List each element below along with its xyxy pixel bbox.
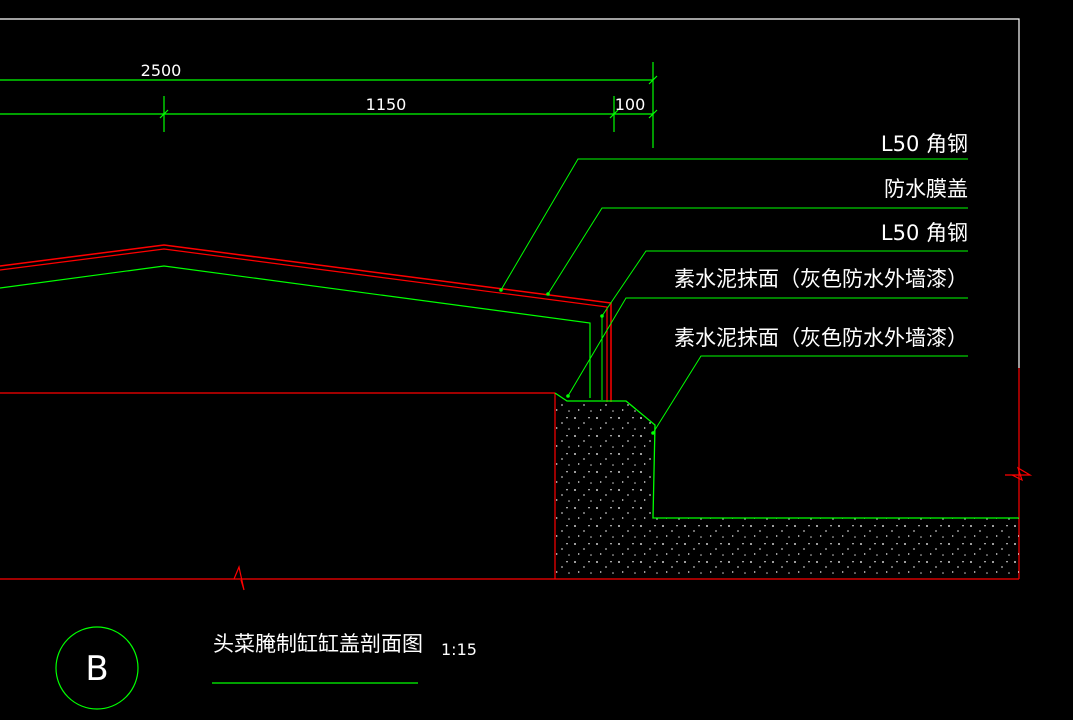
drawing-title: 头菜腌制缸缸盖剖面图: [213, 632, 423, 656]
leader-point-5: [651, 431, 655, 435]
leader-point-4: [566, 394, 570, 398]
drawing-scale: 1:15: [441, 640, 477, 659]
drawing-badge-circle: [55, 626, 139, 710]
tick-left: [159, 109, 169, 119]
leader-waterproof-membrane: [547, 207, 968, 295]
dimension-overall-text: 2500: [141, 61, 182, 80]
lid-red-inner: [0, 248, 608, 402]
leader-point-1: [499, 288, 503, 292]
drawing-badge-label: B: [85, 649, 108, 689]
lid-red-outer: [0, 244, 612, 402]
dimension-right-text: 100: [615, 95, 646, 114]
label-angle-steel-upper: L50 角钢: [881, 132, 968, 156]
concrete-outline: [554, 392, 1019, 519]
dimension-middle-text: 1150: [366, 95, 407, 114]
label-angle-steel-lower: L50 角钢: [881, 221, 968, 245]
leader-angle-steel-lower: [601, 250, 968, 317]
label-waterproof-membrane: 防水膜盖: [884, 177, 968, 201]
leader-point-2: [546, 292, 550, 296]
tick-right: [648, 109, 658, 119]
tick-mid: [609, 109, 619, 119]
leader-group: [500, 158, 968, 434]
leader-cement-finish-upper: [567, 297, 968, 397]
label-cement-finish-lower: 素水泥抹面（灰色防水外墙漆）: [674, 326, 968, 350]
leader-points: [499, 288, 655, 435]
concrete-wall: [555, 393, 1019, 579]
lid-section: [0, 244, 612, 402]
break-symbols: [233, 466, 1033, 591]
leader-point-3: [600, 314, 604, 318]
label-cement-finish-upper: 素水泥抹面（灰色防水外墙漆）: [674, 267, 968, 291]
break-symbol-right: [1005, 466, 1033, 482]
drawing-frame: [0, 18, 1020, 368]
dimension-group: [0, 62, 658, 148]
leader-angle-steel-upper: [500, 158, 968, 291]
break-symbol-bottom: [233, 565, 245, 591]
lid-green-profile: [0, 265, 591, 398]
leader-cement-finish-lower: [652, 355, 968, 434]
tick-overall-right: [648, 75, 658, 85]
